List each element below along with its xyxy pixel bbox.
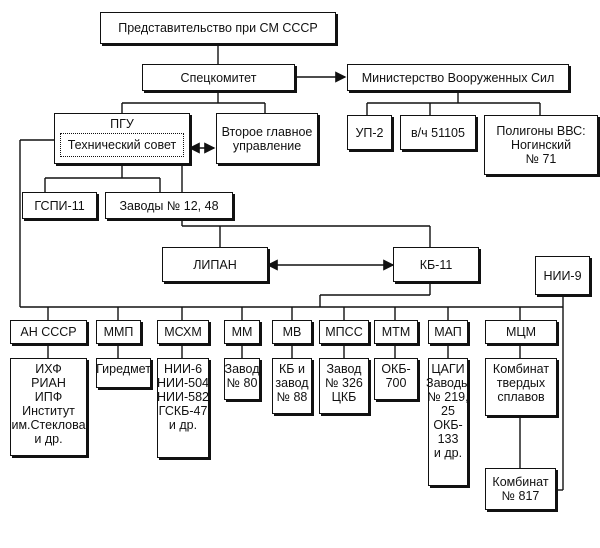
mcm-header: МЦМ (485, 320, 557, 344)
mpss-list: Завод № 326 ЦКБ (319, 358, 369, 414)
ministry-box: Министерство Вооруженных Сил (347, 64, 569, 91)
pgu-label: ПГУ (110, 117, 134, 131)
gspi-11-box: ГСПИ-11 (22, 192, 97, 219)
mtm-header: МТМ (374, 320, 418, 344)
mcm-list: Комбинат твердых сплавов (485, 358, 557, 416)
nii9-box: НИИ-9 (535, 256, 590, 295)
tech-council-box: Технический совет (60, 133, 184, 157)
representation-box: Представительство при СМ СССР (100, 12, 336, 44)
combine-817-box: Комбинат № 817 (485, 468, 556, 510)
unit-51105-box: в/ч 51105 (400, 115, 476, 150)
air-force-ranges-box: Полигоны ВВС: Ногинский № 71 (484, 115, 598, 175)
plants-12-48-box: Заводы № 12, 48 (105, 192, 233, 219)
mm-header: ММ (224, 320, 260, 344)
mmp-list: Гиредмет (96, 358, 151, 388)
mpss-header: МПСС (319, 320, 369, 344)
mmp-header: ММП (96, 320, 141, 344)
map-list: ЦАГИ Заводы № 219, 25 ОКБ- 133 и др. (426, 358, 470, 486)
mshm-header: МСХМ (157, 320, 209, 344)
special-committee-box: Спецкомитет (142, 64, 295, 91)
an-sssr-header: АН СССР (10, 320, 87, 344)
kb11-box: КБ-11 (393, 247, 479, 282)
up2-box: УП-2 (347, 115, 392, 150)
mv-header: МВ (272, 320, 312, 344)
an-sssr-list: ИХФ РИАН ИПФ Институт им.Стеклова и др. (10, 358, 87, 456)
map-header: МАП (428, 320, 468, 344)
mshm-list: НИИ-6 НИИ-504 НИИ-582 ГСКБ-47 и др. (157, 358, 209, 458)
mm-list: Завод № 80 (224, 358, 260, 400)
mtm-list: ОКБ- 700 (374, 358, 418, 400)
second-directorate-box: Второе главное управление (216, 113, 318, 164)
mv-list: КБ и завод № 88 (272, 358, 312, 414)
lipan-box: ЛИПАН (162, 247, 268, 282)
